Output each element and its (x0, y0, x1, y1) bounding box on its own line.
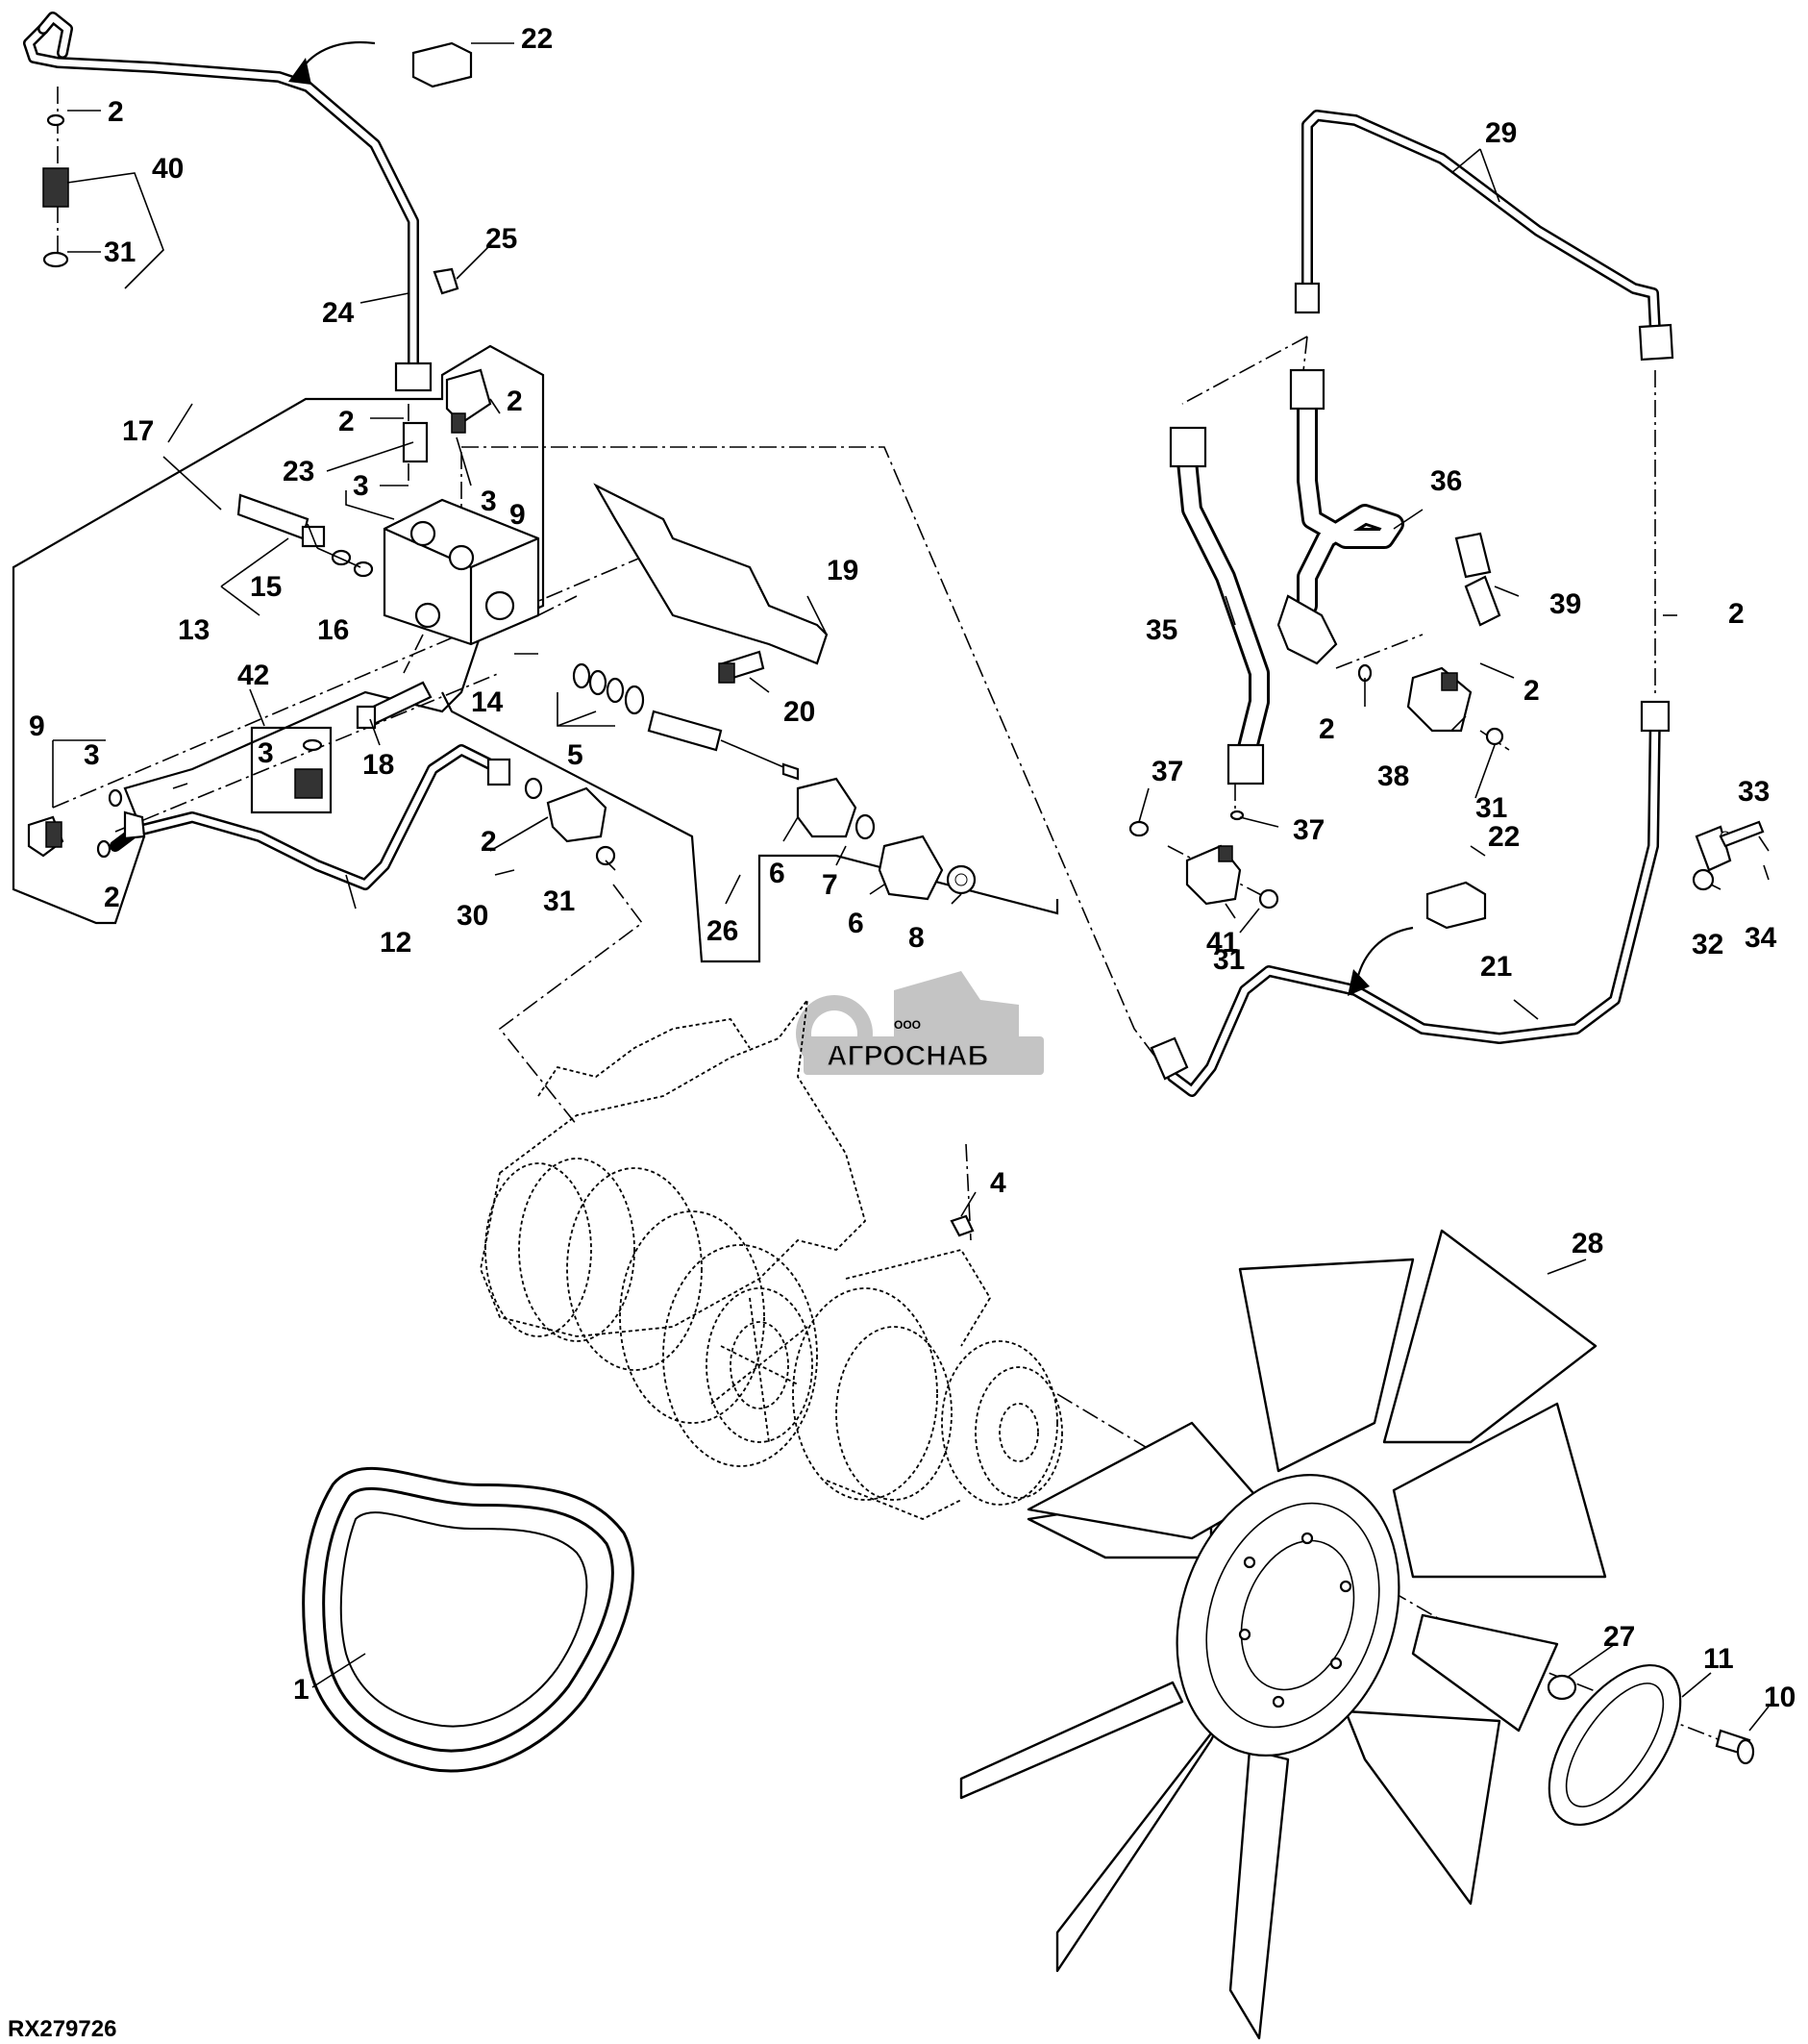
spool-kit (572, 662, 977, 901)
callout-31: 31 (104, 237, 136, 268)
watermark-brand: АГРОСНАБ (827, 1040, 988, 1072)
callout-9: 9 (29, 710, 45, 742)
callout-29: 29 (1485, 117, 1517, 149)
callout-15: 15 (250, 571, 282, 603)
callout-30: 30 (457, 900, 488, 932)
fitting-9-left (27, 788, 146, 859)
callout-22: 22 (1488, 821, 1520, 853)
compressor-ghost (480, 996, 1063, 1520)
callout-37: 37 (1152, 756, 1183, 787)
v-belt-1 (302, 1466, 634, 1773)
callout-22: 22 (521, 23, 553, 55)
callout-4: 4 (990, 1167, 1006, 1199)
callout-2: 2 (1523, 675, 1540, 707)
callout-20: 20 (783, 696, 815, 728)
detail-42 (250, 726, 333, 814)
callout-37: 37 (1293, 814, 1325, 846)
callout-39: 39 (1549, 588, 1581, 620)
callout-19: 19 (827, 555, 858, 586)
callout-13: 13 (178, 614, 210, 646)
callout-27: 27 (1603, 1621, 1635, 1653)
tube-24 (23, 12, 433, 463)
callout-21: 21 (1480, 951, 1512, 983)
callout-31: 31 (1475, 792, 1507, 824)
callout-38: 38 (1377, 760, 1409, 792)
fan-28 (959, 1229, 1607, 2040)
callout-31: 31 (1213, 944, 1245, 976)
callout-8: 8 (908, 922, 925, 954)
watermark-prefix: ООО (894, 1018, 921, 1032)
callout-3: 3 (258, 737, 274, 769)
callout-7: 7 (822, 869, 838, 901)
clip-22-left (288, 41, 473, 88)
clip-22-right (1348, 881, 1487, 996)
callout-9: 9 (509, 499, 526, 531)
callout-3: 3 (481, 486, 497, 517)
fan-hardware (950, 1214, 1755, 1827)
callout-1: 1 (293, 1674, 310, 1706)
fitting-40 (42, 113, 69, 268)
callout-3: 3 (353, 470, 369, 502)
hose-36 (1276, 368, 1404, 665)
callout-5: 5 (567, 739, 583, 771)
callout-17: 17 (122, 415, 154, 447)
bracket-19 (593, 483, 829, 665)
callout-16: 16 (317, 614, 349, 646)
callout-2: 2 (481, 826, 497, 858)
callout-23: 23 (283, 456, 314, 487)
callout-2: 2 (1728, 598, 1745, 630)
callout-35: 35 (1146, 614, 1177, 646)
callout-labels: 22 2 40 31 25 24 2 2 17 23 3 3 9 15 13 1… (29, 23, 1796, 1713)
callout-40: 40 (152, 153, 184, 185)
callout-32: 32 (1692, 929, 1723, 960)
callout-41: 41 (1206, 927, 1238, 959)
clip-25 (433, 267, 459, 295)
tube-21 (1150, 700, 1671, 1097)
callout-6: 6 (769, 858, 785, 889)
clamp-32-34 (1692, 820, 1765, 891)
callout-12: 12 (380, 927, 411, 959)
reference-code: RX279726 (8, 2016, 116, 2042)
callout-34: 34 (1745, 922, 1777, 954)
callout-31: 31 (543, 885, 575, 917)
callout-18: 18 (362, 749, 394, 781)
callout-28: 28 (1572, 1228, 1603, 1259)
bolts (356, 650, 765, 730)
callout-10: 10 (1764, 1682, 1796, 1713)
callout-2: 2 (108, 96, 124, 128)
watermark: АГРОСНАБ ООО (796, 971, 1044, 1075)
callout-11: 11 (1703, 1643, 1734, 1675)
callout-14: 14 (471, 686, 504, 718)
callout-3: 3 (84, 739, 100, 771)
callout-2: 2 (507, 386, 523, 417)
callout-25: 25 (485, 223, 517, 255)
callout-36: 36 (1430, 465, 1462, 497)
callout-6: 6 (848, 908, 864, 939)
callout-33: 33 (1738, 776, 1770, 808)
callout-2: 2 (104, 882, 120, 913)
valve-block (383, 368, 540, 646)
leader-lines (52, 42, 1770, 1732)
callout-24: 24 (322, 297, 355, 329)
callout-26: 26 (706, 915, 738, 947)
fitting-30 (486, 758, 616, 866)
callout-42: 42 (237, 660, 269, 691)
callout-2: 2 (338, 406, 355, 437)
hose-35 (1169, 426, 1270, 785)
callout-2: 2 (1319, 713, 1335, 745)
tube-29 (1294, 110, 1674, 361)
